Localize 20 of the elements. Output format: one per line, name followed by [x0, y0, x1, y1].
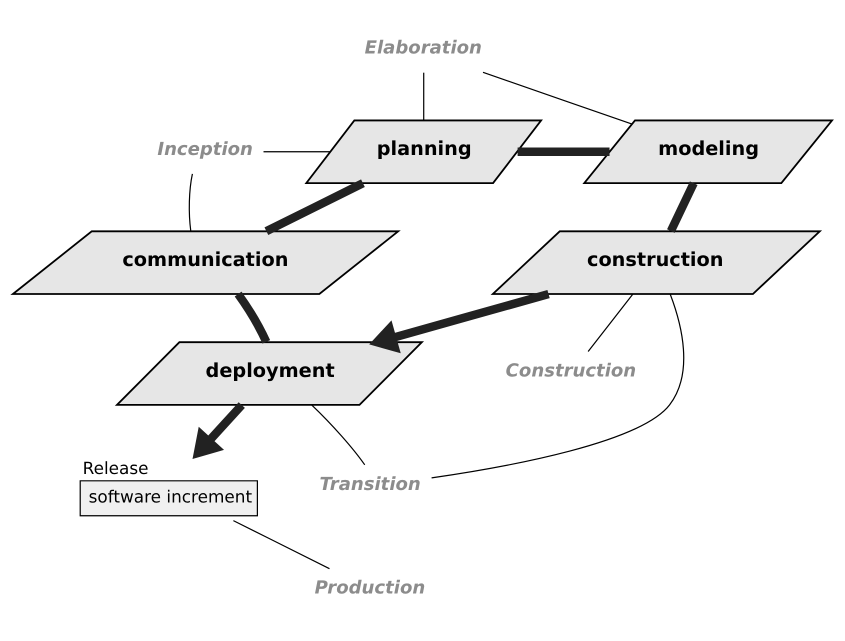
connector: [188, 174, 193, 232]
arrow: [369, 290, 550, 354]
connector: [264, 179, 365, 235]
connector: [234, 292, 270, 344]
node-text: Transition: [319, 474, 421, 495]
connector: [482, 72, 632, 125]
connector: [588, 294, 634, 352]
arrow: [192, 402, 245, 459]
node-text: Construction: [506, 360, 636, 382]
connector: [432, 294, 684, 478]
connector: [311, 404, 366, 466]
connector: [667, 181, 698, 233]
node-text: Production: [314, 577, 426, 598]
connector: [264, 151, 330, 152]
connector: [423, 72, 424, 120]
node-text: Elaboration: [364, 38, 482, 59]
node-label: Release: [82, 458, 148, 478]
connector: [233, 520, 330, 570]
node-text: Inception: [157, 138, 253, 160]
connector: [518, 148, 610, 156]
